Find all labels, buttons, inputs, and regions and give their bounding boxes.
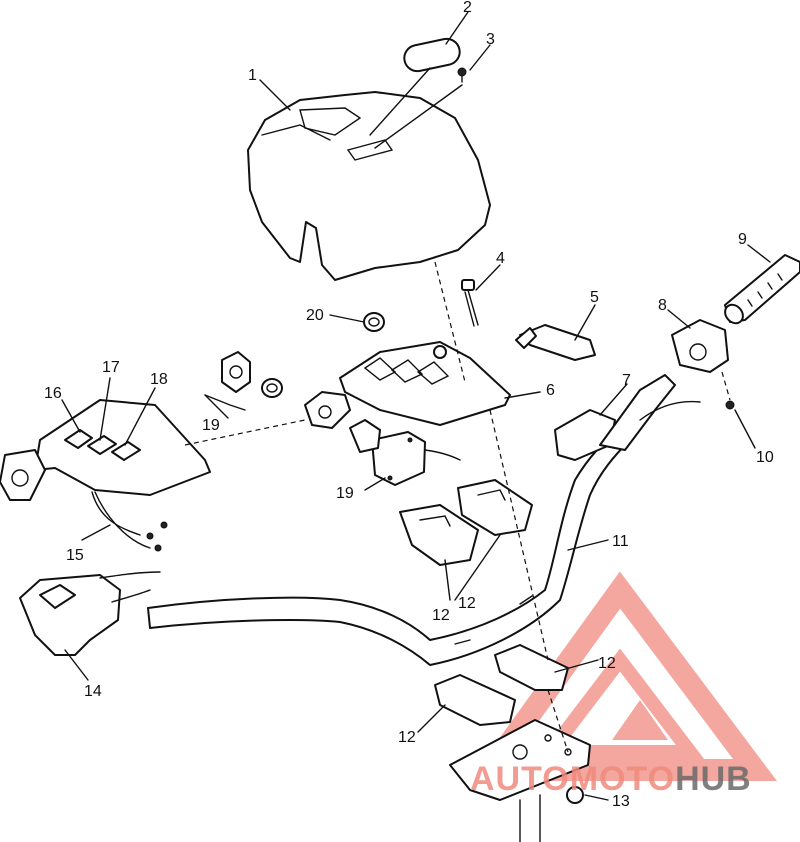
wire-harness-part	[91, 491, 168, 552]
watermark-text: AUTOMOTOHUB	[470, 760, 752, 798]
grommet-part	[363, 312, 385, 332]
callout-12-a: 12	[432, 607, 450, 624]
bolt-part	[461, 279, 479, 327]
leader-lines	[61, 11, 771, 801]
callout-1: 1	[248, 67, 257, 84]
callout-5: 5	[590, 289, 599, 306]
callout-17: 17	[102, 359, 120, 376]
clamp-lower-left	[434, 674, 516, 726]
ignition-switch-part	[349, 419, 461, 486]
small-screw-part	[721, 371, 735, 410]
watermark-text-secondary: HUB	[675, 760, 752, 798]
callout-15: 15	[66, 547, 84, 564]
callout-6: 6	[546, 382, 555, 399]
callout-labels: 1 2 3 4 5 6 7 8 9 10 11 12 12 12 12 13 1…	[44, 0, 774, 810]
callout-13: 13	[612, 793, 630, 810]
callout-19-b: 19	[336, 485, 354, 502]
grip-part	[724, 254, 800, 325]
callout-10: 10	[756, 449, 774, 466]
switch-panel-part	[0, 399, 211, 501]
throttle-part	[554, 374, 701, 461]
callout-9: 9	[738, 231, 747, 248]
callout-12-c: 12	[398, 729, 416, 746]
callout-4: 4	[496, 250, 505, 267]
callout-19-a: 19	[202, 417, 220, 434]
nut-part	[566, 786, 584, 804]
cover-part	[247, 91, 491, 281]
callout-12-b: 12	[598, 655, 616, 672]
decal-part	[403, 37, 461, 73]
callout-3: 3	[486, 31, 495, 48]
switch-part	[515, 324, 596, 361]
bracket-part	[304, 341, 511, 429]
callout-2: 2	[463, 0, 472, 16]
watermark-text-primary: AUTOMOTO	[470, 760, 675, 798]
switch-housing-part	[671, 319, 729, 373]
callout-20: 20	[306, 307, 324, 324]
callout-12-d: 12	[458, 595, 476, 612]
callout-11: 11	[612, 533, 629, 550]
callout-7: 7	[622, 372, 631, 389]
callout-16: 16	[44, 385, 62, 402]
callout-14: 14	[84, 683, 102, 700]
mount-plate-part	[449, 719, 591, 842]
clamp-lower-right	[494, 644, 569, 691]
clamp-upper-right	[457, 479, 533, 536]
clamp-upper-left	[399, 504, 479, 566]
svg-text:AUTOMOTOHUB: AUTOMOTOHUB	[470, 760, 752, 798]
left-switch-housing-part	[19, 571, 161, 656]
callout-18: 18	[150, 371, 168, 388]
callout-8: 8	[658, 297, 667, 314]
screw-part	[457, 67, 467, 83]
key-switch-part	[204, 351, 283, 411]
